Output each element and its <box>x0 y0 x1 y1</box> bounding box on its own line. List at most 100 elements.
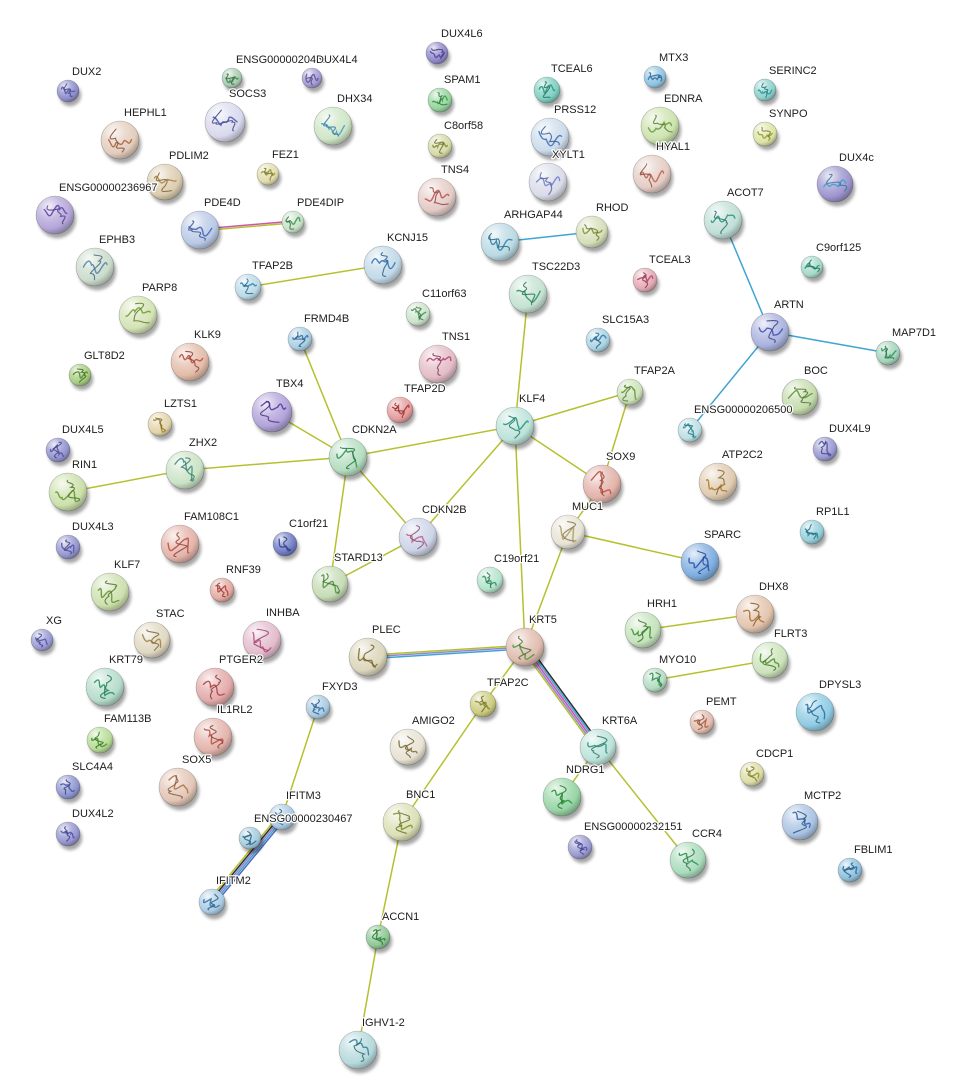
node-sphere-MCTP2[interactable] <box>781 803 819 841</box>
node-INHBA[interactable] <box>242 620 284 664</box>
node-PARP8[interactable] <box>118 295 160 339</box>
node-PLEC[interactable] <box>348 637 390 681</box>
node-DHX8[interactable] <box>735 594 777 638</box>
edge-MUC1-SPARC[interactable] <box>567 531 701 563</box>
node-sphere-C1orf21[interactable] <box>272 531 298 557</box>
node-sphere-TCEAL3[interactable] <box>632 267 658 293</box>
node-sphere-SLC4A4[interactable] <box>55 774 81 800</box>
edge-line[interactable] <box>689 331 771 431</box>
node-sphere-KCNJ15[interactable] <box>363 245 403 285</box>
edge-KRT6A-CCR4[interactable] <box>597 746 689 861</box>
node-SYNPO[interactable] <box>752 121 780 151</box>
node-KLK9[interactable] <box>170 342 212 386</box>
node-DUX4L2[interactable] <box>55 821 83 851</box>
node-HYAL1[interactable] <box>632 154 674 198</box>
node-ACOT7[interactable] <box>703 200 745 244</box>
edge-FXYD3-IFITM3[interactable] <box>281 706 319 818</box>
node-ENSG00000206500[interactable] <box>677 417 705 447</box>
node-XG[interactable] <box>30 628 56 656</box>
node-sphere-DUX4c[interactable] <box>816 165 854 203</box>
node-C19orf21[interactable] <box>476 566 506 598</box>
node-sphere-HEPHL1[interactable] <box>100 120 140 160</box>
edge-line[interactable] <box>367 644 526 656</box>
node-PTGER2[interactable] <box>195 667 237 711</box>
node-sphere-RP1L1[interactable] <box>799 519 825 545</box>
node-SLC15A3[interactable] <box>585 327 613 357</box>
node-TSC22D3[interactable] <box>508 274 550 318</box>
node-MTX3[interactable] <box>643 65 669 93</box>
node-DUX4L4[interactable] <box>301 67 325 93</box>
node-RP1L1[interactable] <box>799 519 827 549</box>
node-TCEAL6[interactable] <box>533 76 563 108</box>
node-ENSG00000232151[interactable] <box>567 834 595 864</box>
node-C11orf63[interactable] <box>405 301 433 331</box>
node-ACCN1[interactable] <box>365 924 393 954</box>
node-sphere-C8orf58[interactable] <box>427 133 453 159</box>
node-sphere-FAM113B[interactable] <box>86 726 114 754</box>
node-SPARC[interactable] <box>680 542 722 586</box>
node-sphere-DHX34[interactable] <box>313 106 353 146</box>
node-ENSG00000204618[interactable] <box>221 67 245 93</box>
node-sphere-PDE4D[interactable] <box>180 210 220 250</box>
node-FLRT3[interactable] <box>751 641 791 683</box>
node-sphere-TFAP2D[interactable] <box>386 396 414 424</box>
node-sphere-FBLIM1[interactable] <box>837 857 863 883</box>
node-sphere-MAP7D1[interactable] <box>875 340 901 366</box>
node-sphere-FLRT3[interactable] <box>751 641 789 679</box>
node-STAC[interactable] <box>133 621 173 663</box>
edge-CDKN2A-FRMD4B[interactable] <box>299 338 349 458</box>
node-sphere-C19orf21[interactable] <box>476 566 504 594</box>
node-DHX34[interactable] <box>313 106 355 150</box>
node-PDE4D[interactable] <box>180 210 222 254</box>
node-XYLT1[interactable] <box>528 162 570 206</box>
node-ATP2C2[interactable] <box>698 462 740 506</box>
node-TFAP2C[interactable] <box>469 690 499 722</box>
node-PEMT[interactable] <box>689 709 717 739</box>
node-TNS1[interactable] <box>418 344 460 388</box>
node-EDNRA[interactable] <box>640 106 682 150</box>
node-sphere-PLEC[interactable] <box>348 637 388 677</box>
node-sphere-DPYSL3[interactable] <box>795 692 835 732</box>
node-sphere-HRH1[interactable] <box>624 611 662 649</box>
node-sphere-DHX8[interactable] <box>735 594 775 634</box>
node-DUX2[interactable] <box>56 79 82 107</box>
edge-line[interactable] <box>347 425 516 458</box>
node-RIN1[interactable] <box>48 472 90 516</box>
node-HEPHL1[interactable] <box>100 120 142 164</box>
node-STARD13[interactable] <box>311 565 351 607</box>
edge-line[interactable] <box>567 531 701 563</box>
node-RNF39[interactable] <box>209 577 237 607</box>
node-SOCS3[interactable] <box>204 101 248 147</box>
node-FEZ1[interactable] <box>256 162 282 190</box>
node-SOX5[interactable] <box>158 767 200 811</box>
node-DUX4L3[interactable] <box>55 534 83 564</box>
node-sphere-ENSG00000232151[interactable] <box>567 834 593 860</box>
node-MAP7D1[interactable] <box>875 340 903 370</box>
edge-line[interactable] <box>367 646 526 658</box>
edge-KLF4-CDKN2B[interactable] <box>417 425 516 538</box>
edge-line[interactable] <box>514 391 631 427</box>
node-ZHX2[interactable] <box>165 450 207 494</box>
node-sphere-DUX4L9[interactable] <box>812 436 838 462</box>
node-KRT79[interactable] <box>85 667 127 711</box>
node-KLF7[interactable] <box>90 572 132 616</box>
node-sphere-ARTN[interactable] <box>750 312 790 352</box>
node-PRSS12[interactable] <box>530 117 572 161</box>
node-FXYD3[interactable] <box>305 694 333 724</box>
node-sphere-PEMT[interactable] <box>689 709 715 735</box>
edge-line[interactable] <box>367 648 526 660</box>
node-TFAP2A[interactable] <box>615 378 646 410</box>
node-ARTN[interactable] <box>750 312 792 356</box>
edge-line[interactable] <box>209 815 282 902</box>
node-RHOD[interactable] <box>575 215 611 253</box>
edge-KLF4-KRT5[interactable] <box>514 425 526 648</box>
edge-line[interactable] <box>184 456 349 471</box>
node-TFAP2B[interactable] <box>234 273 264 305</box>
node-sphere-SOX5[interactable] <box>158 767 198 807</box>
node-LZTS1[interactable] <box>147 411 175 441</box>
node-sphere-ZHX2[interactable] <box>165 450 205 490</box>
node-TNS4[interactable] <box>417 177 459 221</box>
edge-line[interactable] <box>299 338 349 458</box>
node-FRMD4B[interactable] <box>287 326 315 356</box>
node-NDRG1[interactable] <box>542 777 584 821</box>
